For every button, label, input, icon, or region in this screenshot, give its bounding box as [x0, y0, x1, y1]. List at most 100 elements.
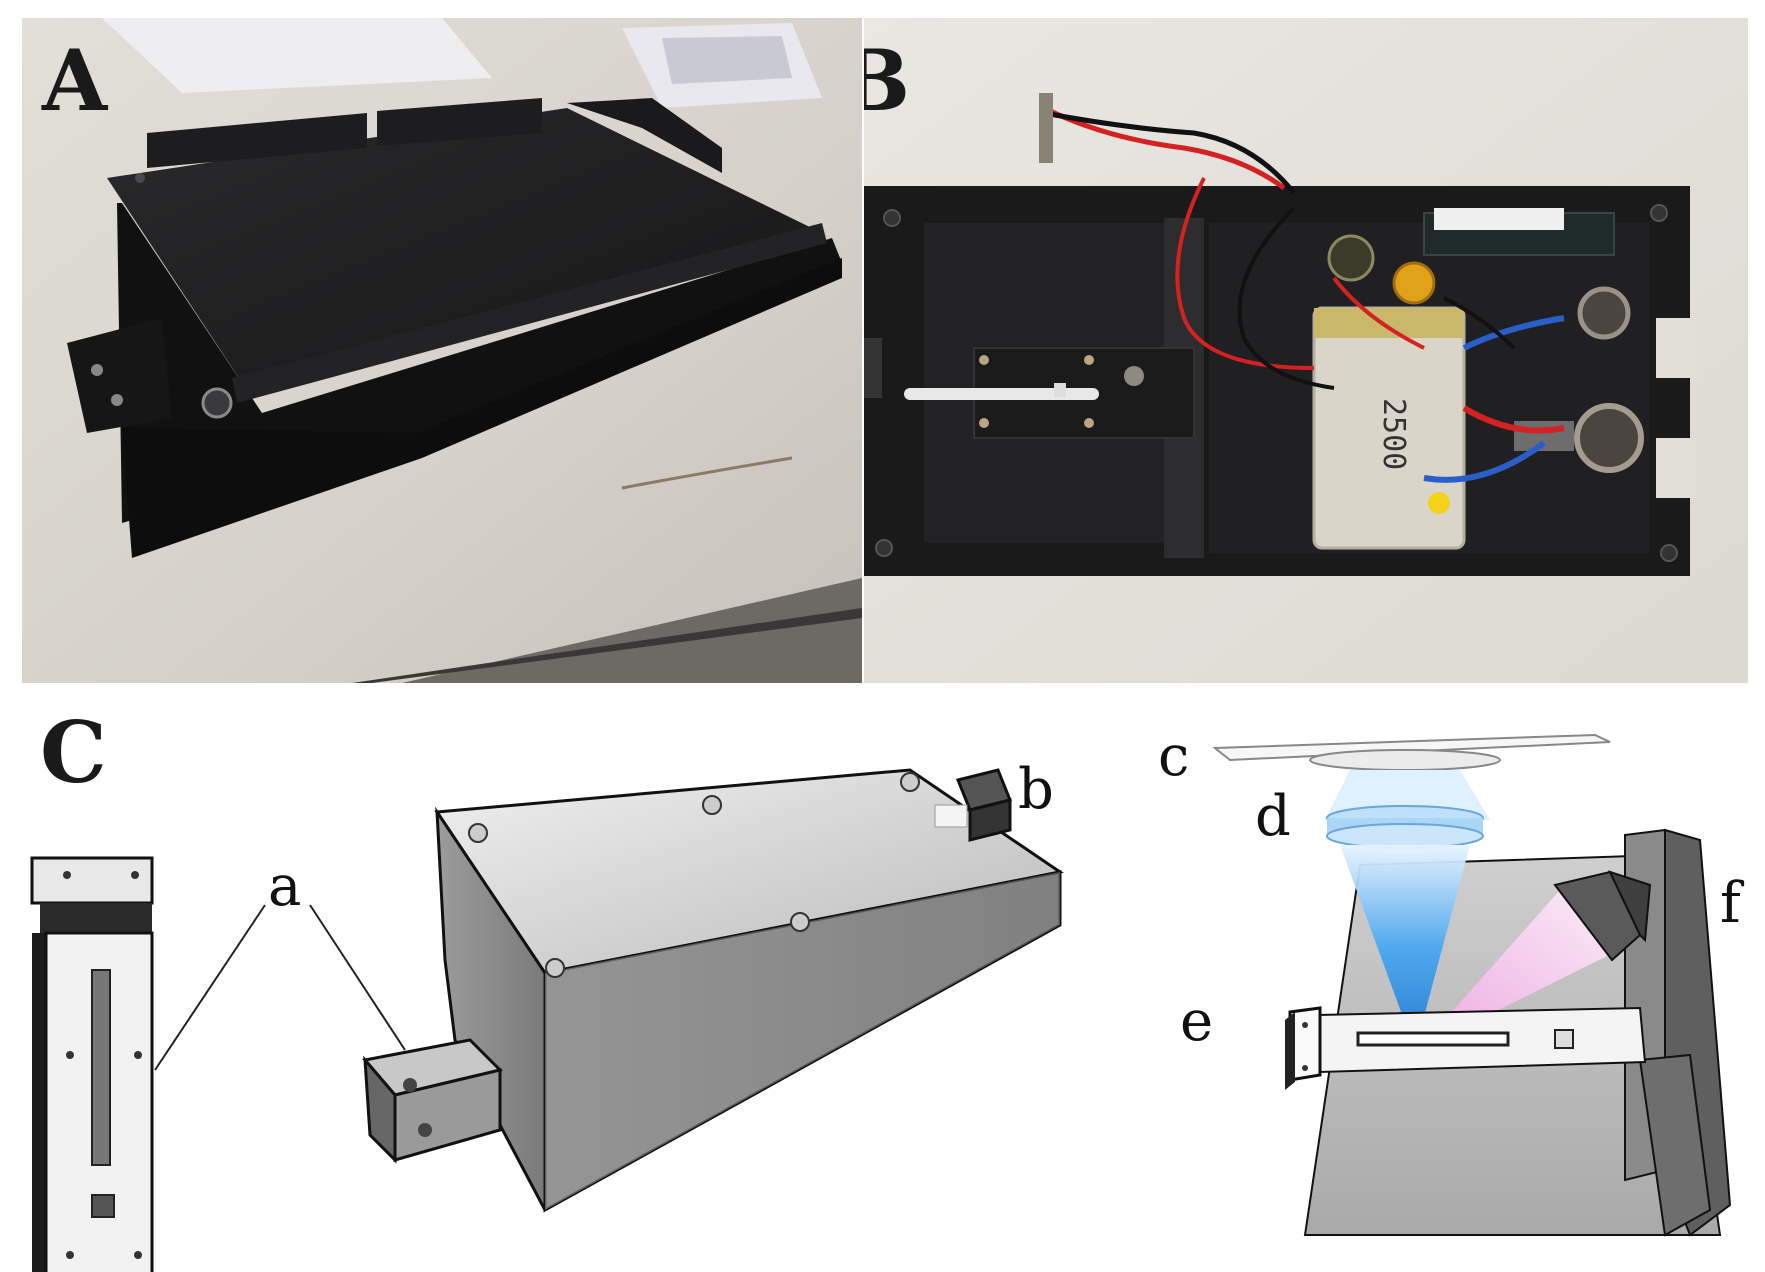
device-rail [377, 98, 542, 146]
screw [134, 1251, 142, 1259]
switch-plate [934, 804, 968, 828]
screw [979, 418, 989, 428]
holder-band [40, 903, 152, 933]
wire-blue [1462, 315, 1565, 351]
power-switch-render [968, 798, 1012, 842]
wire-black [1237, 206, 1335, 390]
screw [702, 795, 722, 815]
slide-holder-handle-edge [1285, 1012, 1295, 1090]
callout-e: e [1180, 989, 1213, 1054]
glass-slide [1212, 733, 1611, 762]
device-front [122, 258, 842, 558]
screw [134, 1051, 142, 1059]
wire-red [1175, 177, 1315, 370]
screw [900, 772, 920, 792]
housing-notch [1656, 438, 1696, 498]
panel-a-label: A [41, 31, 109, 130]
panel-b-label: B [864, 31, 910, 130]
screw [66, 1051, 74, 1059]
side-wall-lower [1638, 1053, 1712, 1237]
sensor-component [1124, 366, 1144, 386]
power-switch [1574, 403, 1644, 473]
driver-board [1327, 234, 1375, 282]
screw [468, 823, 488, 843]
bracket-hole [91, 364, 103, 376]
callout-f: f [1720, 871, 1745, 936]
holder-inserted-front [393, 1068, 502, 1162]
panel-a-photo: A [22, 18, 862, 683]
battery-top [1314, 308, 1464, 338]
battery-text: 2500 [1376, 398, 1411, 470]
screw [1084, 418, 1094, 428]
device-rail [567, 98, 722, 173]
detector-side [1608, 870, 1652, 943]
wire-black [1443, 296, 1516, 350]
bracket-hole [111, 394, 123, 406]
device-top [107, 108, 822, 398]
wire-black [1043, 110, 1296, 195]
housing-notch [1656, 318, 1696, 378]
desk-edge [352, 608, 862, 683]
slide-window [1554, 1029, 1574, 1049]
desk-edge [402, 578, 862, 683]
screw [875, 539, 893, 557]
slide-holder-render [30, 856, 154, 1272]
excitation-beam [1340, 845, 1470, 1050]
slide-slot [904, 388, 1099, 400]
screw [1084, 355, 1094, 365]
device-front-shade [545, 872, 1060, 1210]
holder-cap [30, 856, 154, 905]
wire-blue [1423, 440, 1546, 483]
device-rail [232, 223, 827, 403]
panel-c-label: C [40, 703, 107, 802]
led-window [1054, 383, 1066, 397]
holder-slit [91, 969, 111, 1166]
callout-line-a [154, 904, 266, 1071]
wire-red [1042, 105, 1286, 191]
power-jack [1577, 286, 1631, 340]
external-switch [1039, 93, 1053, 163]
screw [131, 871, 139, 879]
device-render [362, 768, 1064, 1213]
holder-window [91, 1194, 115, 1218]
panel-c-schematic: C a [0, 690, 1765, 1272]
desk-mark [621, 456, 793, 490]
mounting-bracket [864, 338, 882, 398]
optical-path-render [1212, 733, 1732, 1237]
screw [1660, 544, 1678, 562]
callout-b: b [1018, 757, 1054, 822]
emission-beam [1418, 890, 1615, 1050]
screw [135, 173, 145, 183]
wire-red [1332, 276, 1425, 350]
screw [883, 209, 901, 227]
board-module [1434, 208, 1564, 230]
screw [63, 871, 71, 879]
panel-b-illustration: 2500 B [864, 18, 1748, 683]
callout-a: a [268, 854, 301, 919]
callout-line-a [309, 904, 406, 1051]
callout-c: c [1158, 724, 1189, 789]
wire-red [1462, 405, 1565, 434]
screw [418, 1123, 432, 1137]
mounting-bracket [67, 318, 172, 433]
slide-channel [1356, 1031, 1510, 1047]
callout-d: d [1255, 784, 1291, 849]
screw [1302, 1022, 1308, 1028]
screw [403, 1078, 417, 1092]
screw [790, 912, 810, 932]
panel-b-photo: 2500 B [864, 18, 1748, 683]
inductor-coil [1392, 261, 1436, 305]
battery-sticker [1428, 492, 1450, 514]
screw [201, 387, 233, 419]
screw [979, 355, 989, 365]
holder-side [32, 933, 46, 1272]
sample-holder [1309, 749, 1501, 771]
screw [66, 1251, 74, 1259]
screw [545, 958, 565, 978]
paper-sheet [102, 18, 492, 93]
device-rail [147, 113, 367, 168]
screw [1302, 1065, 1308, 1071]
objective-lens [1326, 823, 1484, 849]
paper-sheet [662, 36, 792, 84]
panel-a-illustration: A [22, 18, 862, 683]
